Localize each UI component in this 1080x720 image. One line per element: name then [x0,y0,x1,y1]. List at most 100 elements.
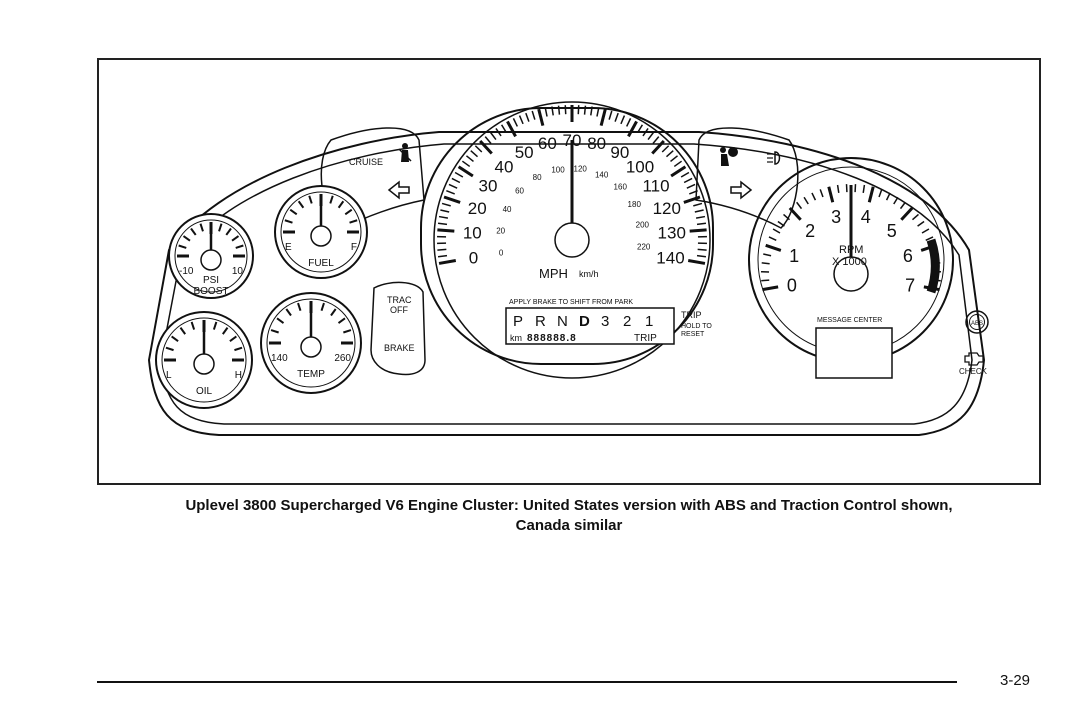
prndl-gear: 1 [645,313,653,330]
cluster-housing [147,131,986,436]
tachometer-tick [761,262,770,265]
tachometer-tick [836,184,840,194]
cluster-housing-inner [160,143,973,425]
speedometer-tick [696,254,707,258]
speedometer-tick [441,202,451,207]
speedometer-ticks [437,105,707,265]
speedometer-tick [525,112,530,122]
rpm-label: RPM [839,244,863,256]
speedometer-tick [454,171,464,178]
gauge-tick [231,235,240,242]
gauge-max-label: F [351,242,357,253]
reset-label: RESET [681,331,705,338]
rpm-scale-label: 6 [903,246,913,266]
speedometer-tick [512,118,519,127]
kmh-scale-label: 40 [503,205,512,214]
rpm-multiplier: X 1000 [832,256,867,268]
gauge-max-label: 260 [334,353,351,364]
prndl-gear: P [513,313,523,330]
speedometer-tick [620,115,626,125]
gauge-tick [225,227,232,236]
speedometer-tick [461,160,471,168]
speedometer-tick [693,202,703,207]
speedometer-tick [694,209,704,213]
trip-button-label: TRIP [681,310,702,320]
tachometer-tick [788,207,802,221]
speedometer-tick [625,118,632,127]
kmh-scale-label: 120 [574,164,588,173]
message-center-label: MESSAGE CENTER [817,317,882,324]
speedometer-tick [670,165,687,178]
rpm-scale-label: 7 [905,275,915,295]
mph-scale-label: 30 [479,177,498,196]
speedometer-tick [451,177,461,184]
page-number: 3-29 [1000,672,1031,689]
tachometer-tick [925,236,934,241]
gauge-tick [235,244,244,249]
gauge-tick [337,317,346,324]
tachometer-tick [885,192,891,201]
mph-scale-label: 40 [495,158,514,177]
footer-rule [97,681,957,683]
seatbelt-icon [398,143,412,162]
gauge-tick [179,327,186,335]
tachometer-tick [811,192,817,201]
mph-scale-label: 110 [642,177,669,196]
gauge-min-label: E [285,242,292,253]
speedometer-tick [686,183,696,189]
cruise-pod [320,127,425,231]
kmh-scale-label: 80 [533,173,542,182]
tachometer-tick [878,189,883,198]
tachometer-tick [921,228,930,234]
speedometer-tick [661,145,670,153]
speedometer-tick [652,136,660,144]
speedometer-tick [695,215,706,219]
gauge-tick [320,302,325,311]
speedometer-tick [670,155,679,163]
gauge-tick [289,208,298,216]
tachometer-tick [899,201,906,210]
speedometer-tick [531,110,536,120]
tachometer-tick [763,253,772,257]
gauge-tick [182,235,191,242]
kmh-scale-label: 160 [614,183,628,192]
check-label: CHECK [959,367,988,376]
gauge-hub [193,353,215,375]
speedometer-tick [495,128,502,137]
abs-icon: ABS [965,310,989,334]
speedometer-tick [437,228,455,233]
tachometer-tick [772,228,781,234]
speedometer-tick [470,150,479,158]
mph-scale-label: 60 [538,134,557,153]
tachometer-tick [768,236,777,241]
tachometer-tick [827,186,835,203]
gauge-tick [171,335,179,342]
speedometer-tick [440,209,450,213]
caption-line-2: Canada similar [515,517,623,534]
odometer-digits: 888888.8 [527,333,577,344]
gauge-tick [276,317,285,324]
speedometer-hub [554,222,590,258]
mph-unit-label: MPH [539,266,568,281]
rpm-scale-label: 5 [887,221,897,241]
speedometer-tick [687,259,706,265]
gauge-tick [344,208,353,216]
mph-scale-label: 100 [626,158,654,177]
tachometer-tick [893,196,899,205]
mph-scale-label: 140 [656,248,684,267]
speedometer-tick [438,215,449,219]
speedometer-tick [651,140,665,155]
abs-label: ABS [971,321,983,327]
gauge-label: BOOST [193,286,228,297]
kmh-scale-label: 60 [515,187,524,196]
odometer-unit: km [510,333,522,343]
gauge-tick [285,308,292,317]
tachometer-tick [917,220,925,227]
tachometer-tick [796,201,803,210]
kmh-scale-label: 100 [551,165,565,174]
mph-scale-label: 80 [587,134,606,153]
speedometer-tick [557,105,561,115]
prndl-display [505,307,675,345]
